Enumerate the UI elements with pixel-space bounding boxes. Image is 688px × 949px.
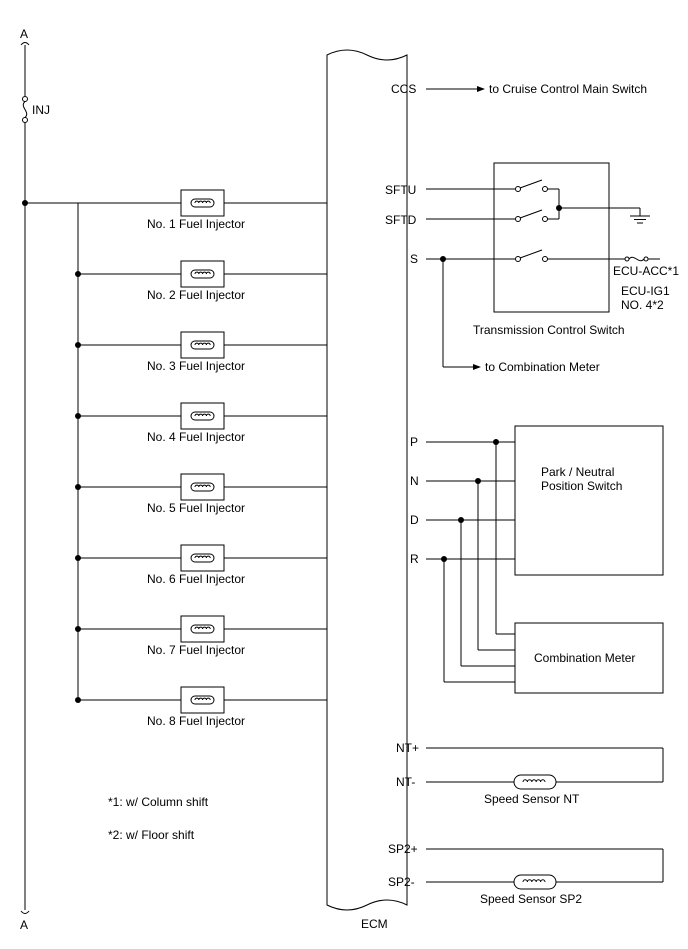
injector-coil-icon xyxy=(180,402,225,430)
pin-sp2-minus: SP2- xyxy=(388,875,415,889)
speed-sensor-nt: NT+ NT- Speed Sensor NT xyxy=(396,741,664,806)
pnp-label-line1: Park / Neutral xyxy=(541,465,614,479)
fuel-injector-4: No. 4 Fuel Injector#40 xyxy=(75,402,354,444)
pin-nt-plus: NT+ xyxy=(396,741,419,755)
break-mark-bottom xyxy=(20,910,30,914)
injector-coil-icon xyxy=(180,473,225,501)
injector-label: No. 1 Fuel Injector xyxy=(147,217,245,231)
injector-label: No. 7 Fuel Injector xyxy=(147,643,245,657)
fuel-injector-group: No. 1 Fuel Injector#10No. 2 Fuel Injecto… xyxy=(75,189,354,728)
sensor-coil-icon xyxy=(513,774,557,790)
pin-sftu: SFTU xyxy=(385,183,416,197)
note-floor-shift: *2: w/ Floor shift xyxy=(108,828,195,842)
injector-coil-icon xyxy=(180,686,225,714)
cruise-target-label: to Cruise Control Main Switch xyxy=(489,82,647,96)
speed-sensor-nt-label: Speed Sensor NT xyxy=(484,792,580,806)
fuse-no4: NO. 4*2 xyxy=(621,298,664,312)
fuel-injector-5: No. 5 Fuel Injector#50 xyxy=(75,473,354,515)
connector-label-top: A xyxy=(20,27,28,41)
injector-label: No. 8 Fuel Injector xyxy=(147,714,245,728)
inj-fuse: INJ xyxy=(22,96,50,123)
fuse-ecu-ig1: ECU-IG1 xyxy=(621,284,670,298)
pnp-label-line2: Position Switch xyxy=(541,479,622,493)
power-bus: A INJ A xyxy=(20,27,79,932)
speed-sensor-sp2: SP2+ SP2- Speed Sensor SP2 xyxy=(388,842,664,906)
combination-meter-label: Combination Meter xyxy=(534,651,635,665)
arrow-head xyxy=(473,364,481,370)
pin-nt-minus: NT- xyxy=(396,775,415,789)
transmission-switch-label: Transmission Control Switch xyxy=(473,323,625,337)
pin-sp2-plus: SP2+ xyxy=(388,842,418,856)
injector-coil-icon xyxy=(180,331,225,359)
ecm-block: ECM xyxy=(326,49,408,931)
inj-fuse-label: INJ xyxy=(32,103,50,117)
speed-sensor-sp2-label: Speed Sensor SP2 xyxy=(480,892,582,906)
combination-meter: Combination Meter xyxy=(514,622,664,694)
park-neutral-position-switch: P N D R Park / Neutral Position Switch xyxy=(410,425,664,683)
ecm-label: ECM xyxy=(361,917,388,931)
fuel-injector-2: No. 2 Fuel Injector#20 xyxy=(75,260,354,302)
footnotes: *1: w/ Column shift *2: w/ Floor shift xyxy=(108,795,209,842)
injector-label: No. 2 Fuel Injector xyxy=(147,288,245,302)
transmission-control-switch: SFTU SFTD S Transmission Control Switch xyxy=(385,162,679,374)
injector-label: No. 3 Fuel Injector xyxy=(147,359,245,373)
injector-label: No. 5 Fuel Injector xyxy=(147,501,245,515)
fuel-injector-3: No. 3 Fuel Injector#30 xyxy=(75,331,354,373)
break-mark-top xyxy=(20,42,30,46)
note-column-shift: *1: w/ Column shift xyxy=(108,795,209,809)
injector-coil-icon xyxy=(180,615,225,643)
fuel-injector-1: No. 1 Fuel Injector#10 xyxy=(78,189,354,231)
pin-p: P xyxy=(410,435,418,449)
fuel-injector-8: No. 8 Fuel Injector#80 xyxy=(75,686,354,728)
injector-coil-icon xyxy=(180,189,225,217)
fuel-injector-7: No. 7 Fuel Injector#70 xyxy=(75,615,354,657)
pin-d: D xyxy=(410,513,419,527)
pin-ccs: CCS xyxy=(391,82,416,96)
arrow-head xyxy=(477,86,485,92)
ecu-fuse xyxy=(624,256,660,262)
injector-label: No. 6 Fuel Injector xyxy=(147,572,245,586)
pin-s: S xyxy=(410,252,418,266)
fuel-injector-6: No. 6 Fuel Injector#60 xyxy=(75,544,354,586)
injector-coil-icon xyxy=(180,544,225,572)
pin-r: R xyxy=(410,552,419,566)
injector-coil-icon xyxy=(180,260,225,288)
pin-sftd: SFTD xyxy=(385,213,417,227)
fuse-ecu-acc: ECU-ACC*1 xyxy=(613,264,679,278)
pin-n: N xyxy=(410,474,419,488)
sensor-coil-icon xyxy=(513,874,557,890)
cruise-control-output: CCS to Cruise Control Main Switch xyxy=(391,82,647,96)
to-combination-meter-label: to Combination Meter xyxy=(485,360,600,374)
ground-icon xyxy=(630,208,650,224)
injector-label: No. 4 Fuel Injector xyxy=(147,430,245,444)
connector-label-bottom: A xyxy=(20,918,28,932)
